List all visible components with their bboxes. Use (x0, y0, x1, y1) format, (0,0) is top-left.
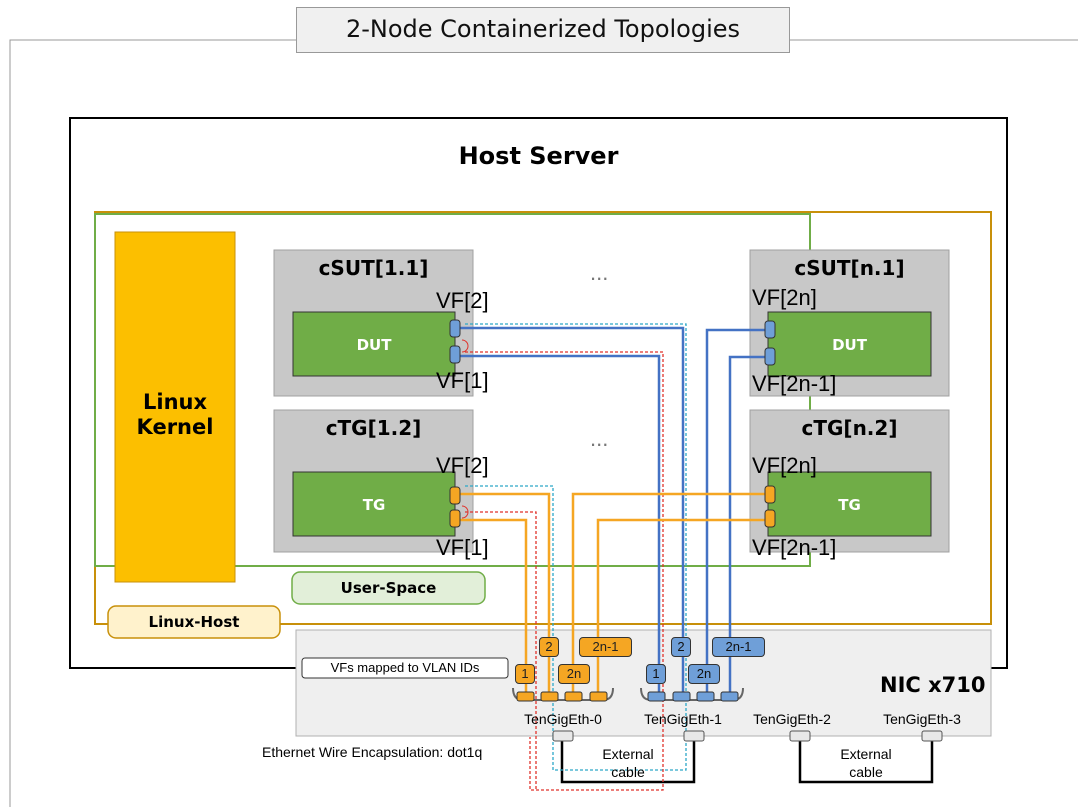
tag-orange-2: 2 (539, 637, 559, 657)
phys-port-0 (552, 730, 574, 742)
dut-n-label: DUT (832, 336, 867, 354)
nic-title: NIC x710 (880, 673, 986, 697)
vf-dut1-bot (449, 345, 461, 364)
csut-n-label: cSUT[n.1] (794, 256, 905, 280)
external-cable-label-1: External cable (602, 746, 654, 780)
blue-wire-dutn-vf2n (705, 328, 770, 696)
loop-arc-tg1 (461, 505, 469, 519)
page-title: 2-Node Containerized Topologies (345, 15, 741, 43)
external-cable-1 (560, 737, 696, 784)
tg-1-label: TG (362, 496, 386, 514)
host-server-label: Host Server (458, 142, 619, 170)
bracket-left (512, 687, 614, 701)
nic-port-orange-2 (540, 691, 559, 702)
nic-port-blue-4 (720, 691, 739, 702)
vlan-note: VFs mapped to VLAN IDs (330, 660, 480, 675)
vlan-note-box (301, 657, 509, 679)
ctg-1-label: cTG[1.2] (325, 416, 422, 440)
external-cable-2 (798, 737, 934, 784)
linux-host-label: Linux-Host (148, 613, 240, 631)
tag-orange-2n-1: 2n-1 (579, 637, 632, 657)
tg-n-label: TG (838, 496, 861, 514)
outer-frame (9, 39, 296, 807)
vf-label-dutn-top: VF[2n] (752, 285, 817, 310)
dotted-cyan-1 (465, 323, 687, 771)
orange-wire-tgn-vf2n (571, 492, 770, 696)
vf-tgn-bot (764, 509, 776, 528)
vf-tgn-top (764, 485, 776, 504)
vf-label-tg1-top: VF[2] (436, 453, 489, 478)
nic-port-orange-3 (564, 691, 583, 702)
nic-port-blue-1 (647, 691, 666, 702)
tg-1-box (292, 471, 456, 537)
user-space-label: User-Space (340, 579, 437, 597)
dotted-red-2 (465, 511, 537, 790)
tg-n-box (767, 471, 932, 537)
nic-port-blue-2 (672, 691, 691, 702)
vf-dutn-bot (764, 347, 776, 366)
csut-1-label: cSUT[1.1] (318, 256, 429, 280)
vf-label-dut1-top: VF[2] (436, 288, 489, 313)
vf-label-dutn-bot: VF[2n-1] (752, 371, 837, 396)
blue-wire-dut1-vf1 (460, 354, 661, 696)
blue-wire-dut1-vf2 (460, 326, 685, 696)
linux-host-label-box (107, 605, 281, 639)
dut-n-box (767, 311, 932, 377)
port-label-0: TenGigEth-0 (524, 711, 602, 727)
ctg-n-label: cTG[n.2] (801, 416, 898, 440)
tag-blue-1: 1 (646, 664, 666, 684)
vf-label-tgn-bot: VF[2n-1] (752, 535, 837, 560)
user-space-label-box (291, 571, 486, 605)
vf-label-tg1-bot: VF[1] (436, 535, 489, 560)
orange-wire-tg1-vf2 (460, 492, 551, 696)
phys-port-2 (789, 730, 811, 742)
nic-box (295, 629, 992, 737)
tag-blue-2: 2 (671, 637, 691, 657)
external-cable-label-2: External cable (840, 746, 892, 780)
blue-wire-dutn-vf2n1 (728, 355, 770, 696)
phys-port-3 (921, 730, 943, 742)
vf-label-tgn-top: VF[2n] (752, 453, 817, 478)
orange-wire-tg1-vf1 (460, 518, 528, 696)
vf-dut1-top (449, 319, 461, 338)
ellipsis-top: ... (590, 260, 609, 285)
tag-blue-2n: 2n (688, 664, 720, 684)
bracket-right (640, 687, 744, 701)
dut-1-label: DUT (356, 336, 392, 354)
linux-kernel-label: Linux Kernel (136, 390, 214, 439)
port-label-1: TenGigEth-1 (644, 711, 722, 727)
title-box (296, 7, 790, 53)
port-label-2: TenGigEth-2 (753, 711, 831, 727)
vf-tg1-bot (449, 509, 461, 528)
nic-port-blue-3 (696, 691, 715, 702)
phys-port-1 (683, 730, 705, 742)
encapsulation-label: Ethernet Wire Encapsulation: dot1q (262, 744, 483, 760)
vf-label-dut1-bot: VF[1] (436, 368, 489, 393)
vf-tg1-top (449, 486, 461, 505)
linux-kernel-box (114, 231, 236, 583)
loop-arc-dut1 (461, 339, 469, 353)
nic-port-orange-1 (516, 691, 535, 702)
dotted-red-1 (465, 351, 664, 791)
ellipsis-bottom: ... (590, 426, 609, 451)
nic-port-orange-4 (589, 691, 608, 702)
vf-dutn-top (764, 320, 776, 339)
port-label-3: TenGigEth-3 (883, 711, 961, 727)
tag-orange-2n: 2n (558, 664, 590, 684)
tag-orange-1: 1 (515, 664, 535, 684)
tag-blue-2n-1: 2n-1 (712, 637, 765, 657)
dut-1-box (292, 311, 456, 377)
